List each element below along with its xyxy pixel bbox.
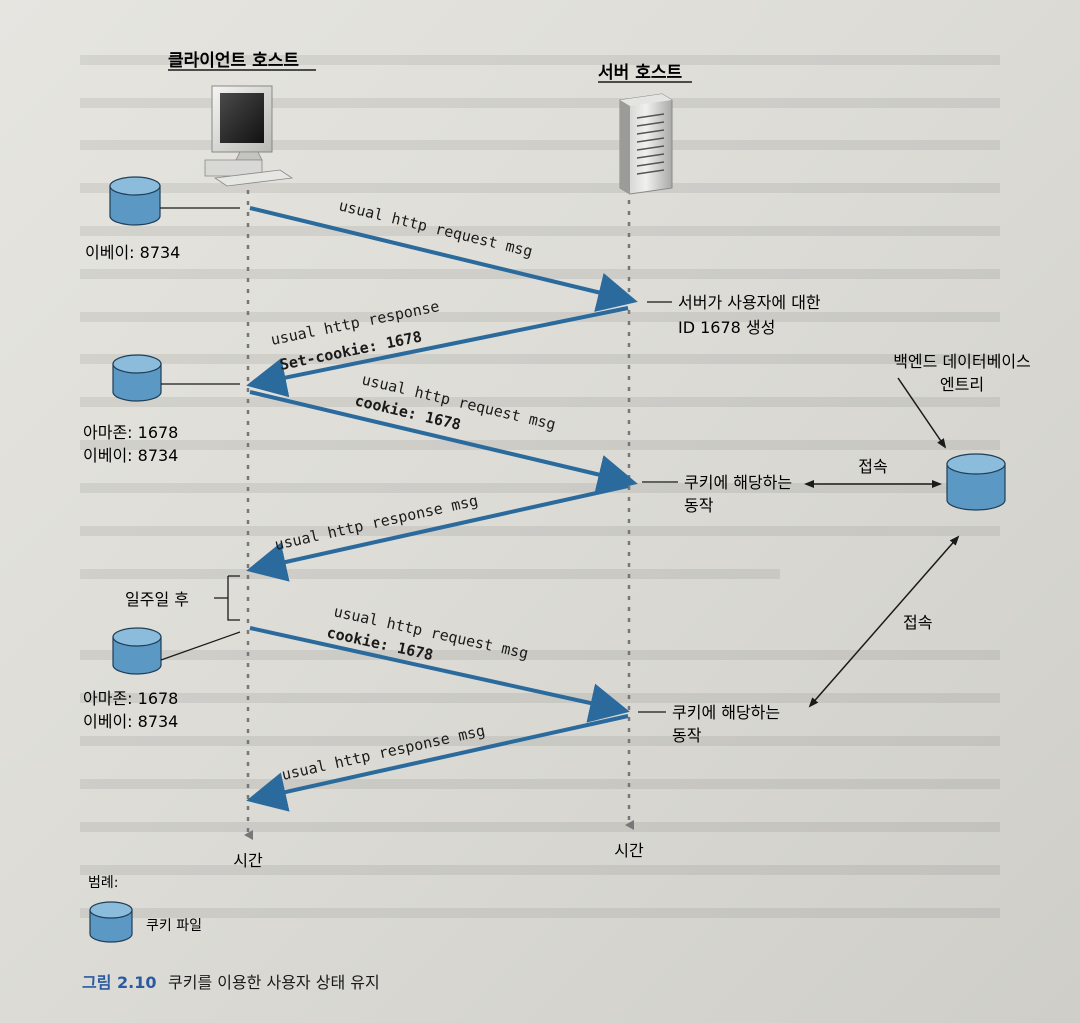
message-arrow	[249, 626, 630, 723]
server-note: 쿠키에 해당하는	[684, 473, 792, 492]
server-note: 동작	[672, 726, 702, 745]
cookie-file-icon	[112, 354, 162, 402]
access-arrow	[808, 535, 960, 708]
backend-db-pointer	[897, 377, 947, 449]
client-time-label: 시간	[233, 851, 263, 870]
cookie-file-connector	[160, 631, 241, 661]
access-label: 접속	[903, 613, 932, 632]
backend-database-icon	[946, 453, 1006, 511]
cookie-file-entry: 아마존: 1678	[83, 689, 178, 708]
legend-title: 범례:	[88, 875, 118, 891]
cookie-file-icon	[109, 176, 161, 226]
server-host-title: 서버 호스트	[598, 63, 682, 83]
message-arrow	[249, 390, 638, 495]
week-later-bracket	[214, 575, 240, 621]
client-computer-icon	[204, 85, 294, 187]
server-note: 서버가 사용자에 대한	[678, 293, 821, 312]
cookie-file-entry: 이베이: 8734	[85, 243, 180, 262]
week-later-label: 일주일 후	[125, 590, 189, 609]
backend-db-label: 백엔드 데이터베이스	[893, 352, 1031, 371]
message-arrow	[246, 714, 629, 812]
background-page-texture	[80, 55, 1000, 918]
server-icon	[619, 93, 673, 195]
cookie-file-entry: 이베이: 8734	[83, 712, 178, 731]
server-note: 쿠키에 해당하는	[672, 703, 780, 722]
server-time-label: 시간	[614, 841, 644, 860]
cookie-file-entry: 아마존: 1678	[83, 423, 178, 442]
message-arrow	[249, 206, 638, 312]
message-arrow	[246, 306, 629, 398]
cookie-file-entry: 이베이: 8734	[83, 446, 178, 465]
legend-item-label: 쿠키 파일	[146, 918, 202, 934]
access-label: 접속	[858, 457, 887, 476]
message-label: usual http response msg	[273, 491, 480, 554]
message-arrow	[246, 484, 629, 582]
client-host-title: 클라이언트 호스트	[168, 51, 299, 71]
cookie-file-icon	[112, 627, 162, 675]
backend-db-label: 엔트리	[940, 375, 984, 394]
server-note: 동작	[684, 496, 714, 515]
figure-caption: 쿠키를 이용한 사용자 상태 유지	[168, 973, 380, 992]
legend-cookie-file-icon	[89, 901, 133, 943]
figure-number: 그림 2.10	[82, 973, 157, 992]
server-note: ID 1678 생성	[678, 318, 775, 337]
